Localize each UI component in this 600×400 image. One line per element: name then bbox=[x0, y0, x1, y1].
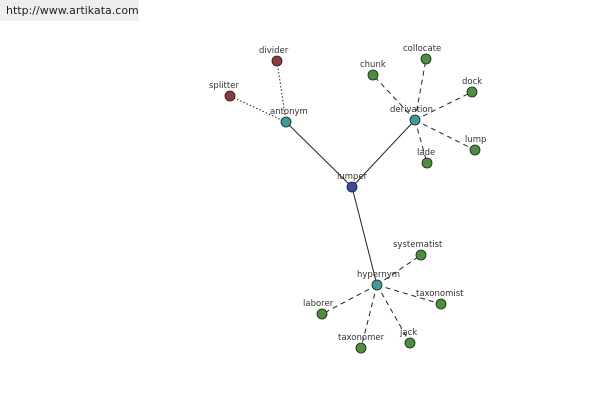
node-label-collocate[interactable]: collocate bbox=[403, 44, 441, 54]
node-label-jack[interactable]: jack bbox=[399, 328, 417, 338]
node-systematist[interactable]: systematist bbox=[393, 240, 443, 261]
node-laborer[interactable]: laborer bbox=[303, 299, 334, 320]
node-dot-taxonomist[interactable] bbox=[435, 298, 447, 310]
node-jack[interactable]: jack bbox=[399, 328, 417, 349]
node-dot-laborer[interactable] bbox=[316, 308, 328, 320]
edge-hypernym-jack bbox=[376, 284, 411, 344]
node-derivation[interactable]: derivation bbox=[390, 105, 433, 126]
node-label-splitter[interactable]: splitter bbox=[209, 81, 239, 91]
edge-hypernym-laborer bbox=[321, 284, 378, 315]
node-collocate[interactable]: collocate bbox=[403, 44, 441, 65]
edges-layer bbox=[229, 58, 476, 349]
edge-derivation-lump bbox=[414, 119, 476, 151]
edge-hypernym-taxonomist bbox=[376, 284, 442, 305]
node-dot-systematist[interactable] bbox=[415, 249, 427, 261]
node-label-divider[interactable]: divider bbox=[259, 46, 289, 56]
edge-derivation-collocate bbox=[414, 58, 427, 121]
node-label-systematist[interactable]: systematist bbox=[393, 240, 443, 250]
node-dot-taxonomer[interactable] bbox=[355, 342, 367, 354]
node-hypernym[interactable]: hypernym bbox=[357, 270, 400, 291]
edge-derivation-chunk bbox=[372, 74, 416, 121]
node-label-lade[interactable]: lade bbox=[417, 148, 435, 158]
site-url[interactable]: http://www.artikata.com bbox=[6, 4, 139, 17]
edge-lumper-derivation bbox=[351, 119, 416, 188]
url-banner: http://www.artikata.com bbox=[0, 0, 139, 21]
node-label-dock[interactable]: dock bbox=[462, 77, 482, 87]
node-dot-lade[interactable] bbox=[421, 157, 433, 169]
node-label-taxonomer[interactable]: taxonomer bbox=[338, 333, 385, 343]
node-taxonomist[interactable]: taxonomist bbox=[416, 289, 464, 310]
node-label-taxonomist[interactable]: taxonomist bbox=[416, 289, 464, 299]
edge-derivation-lade bbox=[414, 119, 428, 164]
node-dot-dock[interactable] bbox=[466, 86, 478, 98]
node-chunk[interactable]: chunk bbox=[360, 60, 386, 81]
node-dot-lumper[interactable] bbox=[346, 181, 358, 193]
node-dock[interactable]: dock bbox=[462, 77, 482, 98]
node-lump[interactable]: lump bbox=[465, 135, 486, 156]
node-dot-collocate[interactable] bbox=[420, 53, 432, 65]
node-dot-chunk[interactable] bbox=[367, 69, 379, 81]
node-lumper[interactable]: lumper bbox=[337, 172, 368, 193]
node-dot-antonym[interactable] bbox=[280, 116, 292, 128]
nodes-layer: lumper antonym derivation hypernym divider sp… bbox=[209, 44, 486, 354]
edge-derivation-dock bbox=[414, 91, 473, 121]
node-label-derivation[interactable]: derivation bbox=[390, 105, 433, 115]
edge-lumper-antonym bbox=[285, 121, 353, 188]
node-label-lump[interactable]: lump bbox=[465, 135, 486, 145]
node-dot-divider[interactable] bbox=[271, 55, 283, 67]
node-antonym[interactable]: antonym bbox=[270, 107, 308, 128]
node-dot-hypernym[interactable] bbox=[371, 279, 383, 291]
node-divider[interactable]: divider bbox=[259, 46, 289, 67]
node-label-laborer[interactable]: laborer bbox=[303, 299, 334, 309]
edge-hypernym-taxonomer bbox=[360, 284, 378, 349]
node-label-hypernym[interactable]: hypernym bbox=[357, 270, 400, 280]
node-splitter[interactable]: splitter bbox=[209, 81, 239, 102]
node-dot-derivation[interactable] bbox=[409, 114, 421, 126]
node-dot-lump[interactable] bbox=[469, 144, 481, 156]
node-lade[interactable]: lade bbox=[417, 148, 435, 169]
edge-lumper-hypernym bbox=[351, 186, 378, 286]
node-label-lumper[interactable]: lumper bbox=[337, 172, 368, 182]
node-label-antonym[interactable]: antonym bbox=[270, 107, 308, 117]
node-label-chunk[interactable]: chunk bbox=[360, 60, 386, 70]
node-taxonomer[interactable]: taxonomer bbox=[338, 333, 385, 354]
node-dot-jack[interactable] bbox=[404, 337, 416, 349]
node-dot-splitter[interactable] bbox=[224, 90, 236, 102]
